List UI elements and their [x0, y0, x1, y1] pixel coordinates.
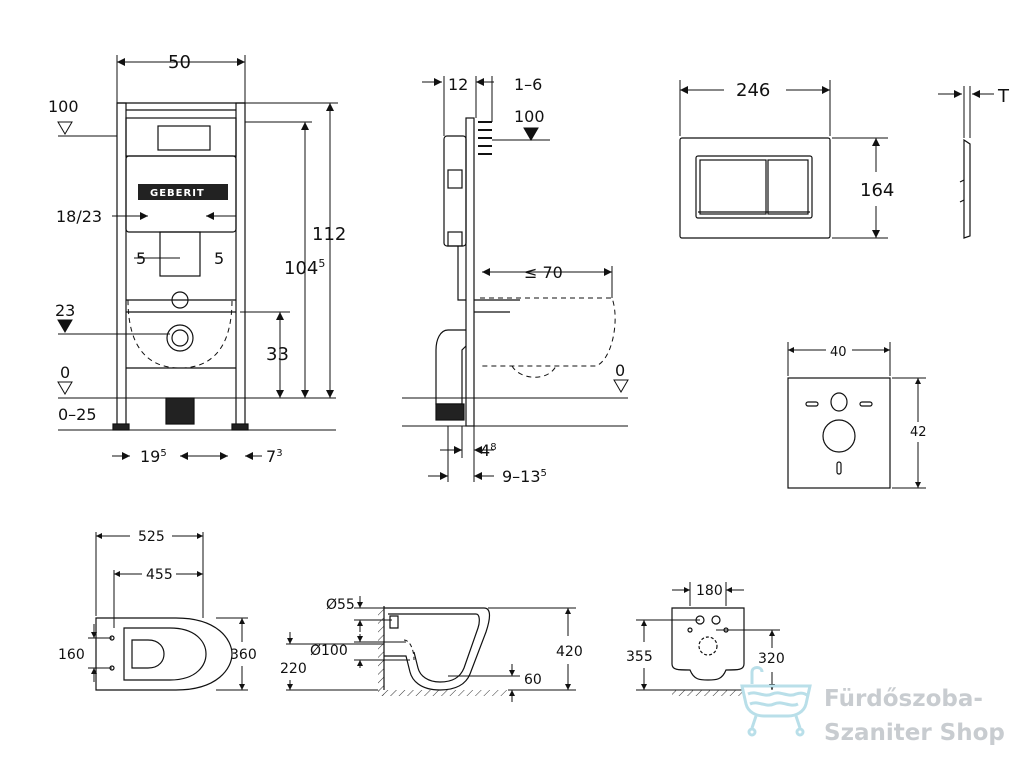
- watermark-line-2: Szaniter Shop: [824, 720, 1005, 746]
- frame-side-dimensions: [422, 76, 613, 482]
- bowl-top-dimensions: [88, 532, 248, 691]
- dim-offset-right-5: 5: [214, 249, 224, 268]
- watermark-line-1: Fürdőszoba-: [824, 686, 983, 712]
- dim-level-0: 0: [60, 363, 70, 382]
- floor-hatch-back: [672, 690, 744, 696]
- dim-dia-100: Ø100: [310, 643, 348, 659]
- dim-plate-height: 164: [860, 180, 894, 201]
- dim-mat-height: 42: [910, 425, 927, 440]
- wall-hatch: [378, 608, 384, 696]
- dim-height-420: 420: [556, 644, 583, 660]
- dim-plate-thickness: T: [997, 86, 1010, 107]
- dim-level-23: 23: [55, 301, 75, 320]
- dim-depth-4: 48: [480, 441, 497, 460]
- frame-side-view: [402, 117, 628, 427]
- floor-hatch-side: [378, 690, 508, 696]
- bathtub-icon: [740, 666, 812, 737]
- dim-side-level-100: 100: [514, 107, 545, 126]
- brand-label: GEBERIT: [150, 188, 205, 199]
- dim-bowl-455: 455: [146, 567, 173, 583]
- bowl-side-dimensions: [286, 596, 576, 702]
- bowl-back-view: [671, 607, 745, 681]
- shop-watermark: Fürdőszoba- Szaniter Shop: [740, 666, 1005, 746]
- dim-depth-1-6: 1–6: [514, 75, 542, 94]
- dim-dia-55: Ø55: [326, 597, 355, 613]
- dim-height-60: 60: [524, 672, 542, 688]
- frame-front-level-markers: [57, 121, 73, 395]
- dim-height-104: 1045: [284, 257, 325, 279]
- sound-mat: [787, 377, 891, 489]
- dim-mat-width: 40: [830, 345, 847, 360]
- bowl-top-view: [95, 617, 233, 691]
- flush-plate-dimensions: [679, 80, 888, 239]
- sound-mat-dimensions: [787, 342, 926, 489]
- dim-level-100: 100: [48, 97, 79, 116]
- dim-offset-left-5: 5: [136, 249, 146, 268]
- dim-back-180: 180: [696, 583, 723, 599]
- dim-height-220: 220: [280, 661, 307, 677]
- dim-bowl-360: 360: [230, 647, 257, 663]
- flush-plate-front: [679, 137, 831, 239]
- dim-depth-9-13: 9–135: [502, 467, 547, 486]
- dim-foot-19: 195: [140, 447, 167, 466]
- dim-floor-range: 0–25: [58, 405, 97, 424]
- dim-height-112: 112: [312, 224, 346, 245]
- bowl-side-section: [383, 606, 491, 691]
- dim-height-33: 33: [266, 344, 289, 365]
- dim-back-320: 320: [758, 651, 785, 667]
- frame-front-dimensions: [58, 55, 338, 460]
- plate-thickness-dimension: [938, 86, 994, 138]
- dim-depth-12: 12: [448, 75, 468, 94]
- dim-plate-width: 246: [736, 80, 770, 101]
- dim-side-level-0: 0: [615, 361, 625, 380]
- dim-back-355: 355: [626, 649, 653, 665]
- geberit-logo: GEBERIT: [138, 184, 228, 200]
- dim-bowl-525: 525: [138, 529, 165, 545]
- dim-foot-7: 73: [266, 447, 283, 466]
- dim-gap-18-23: 18/23: [56, 207, 102, 226]
- dim-width-50: 50: [168, 52, 191, 73]
- frame-side-level-markers: [523, 127, 629, 393]
- flush-plate-side: [959, 138, 971, 239]
- bowl-back-dimensions: [636, 582, 780, 691]
- dim-reach-70: ≤ 70: [524, 263, 563, 282]
- dim-bowl-160: 160: [58, 647, 85, 663]
- frame-front-view: [58, 102, 336, 431]
